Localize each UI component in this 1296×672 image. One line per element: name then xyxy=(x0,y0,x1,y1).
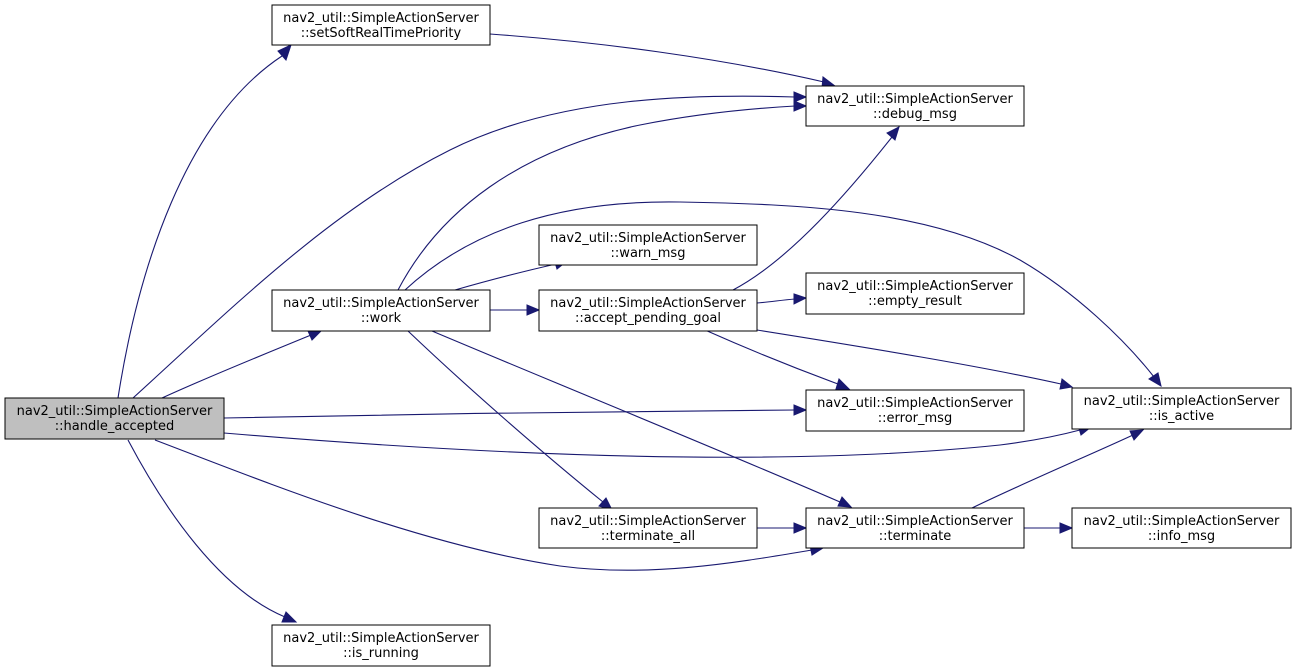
node-line2: ::error_msg xyxy=(878,411,952,426)
node-line1: nav2_util::SimpleActionServer xyxy=(550,296,746,311)
node-line1: nav2_util::SimpleActionServer xyxy=(817,92,1013,107)
node-line1: nav2_util::SimpleActionServer xyxy=(1084,394,1280,409)
edge-work-to-accept-pending-goal xyxy=(490,304,541,316)
edge-work-to-terminate xyxy=(431,330,853,508)
node-line2: ::empty_result xyxy=(868,294,962,309)
node-line1: nav2_util::SimpleActionServer xyxy=(550,231,746,246)
node-line2: ::terminate_all xyxy=(601,529,695,544)
node-set-soft-real-time-priority[interactable]: nav2_util::SimpleActionServer ::setSoftR… xyxy=(271,4,491,46)
edge-work-to-is-active xyxy=(404,201,1162,388)
edge-accept-pending-goal-to-debug-msg xyxy=(732,126,900,291)
edge-accept-pending-goal-to-error-msg xyxy=(704,329,851,390)
node-line1: nav2_util::SimpleActionServer xyxy=(550,514,746,529)
edge-handle-accepted-to-is-running xyxy=(127,439,298,623)
edge-accept-pending-goal-to-empty-result xyxy=(756,293,808,305)
node-line1: nav2_util::SimpleActionServer xyxy=(283,11,479,26)
node-terminate-all[interactable]: nav2_util::SimpleActionServer ::terminat… xyxy=(538,507,758,549)
edge-handle-accepted-to-work xyxy=(161,330,323,399)
node-line1: nav2_util::SimpleActionServer xyxy=(817,514,1013,529)
node-line2: ::accept_pending_goal xyxy=(575,311,721,326)
node-is-running[interactable]: nav2_util::SimpleActionServer ::is_runni… xyxy=(271,624,491,667)
edge-terminate-to-info-msg xyxy=(1024,522,1074,534)
node-handle-accepted[interactable]: nav2_util::SimpleActionServer ::handle_a… xyxy=(4,397,225,440)
edge-handle-accepted-to-set-soft-real-time-priority xyxy=(117,44,292,399)
node-error-msg[interactable]: nav2_util::SimpleActionServer ::error_ms… xyxy=(805,389,1025,432)
edge-work-to-terminate-all xyxy=(407,330,613,511)
node-line1: nav2_util::SimpleActionServer xyxy=(283,296,479,311)
node-line2: ::warn_msg xyxy=(611,246,686,261)
node-line2: ::is_active xyxy=(1149,409,1214,424)
node-line1: nav2_util::SimpleActionServer xyxy=(1084,514,1280,529)
node-work[interactable]: nav2_util::SimpleActionServer ::work xyxy=(271,289,491,332)
edge-handle-accepted-to-error-msg xyxy=(223,404,808,419)
node-accept-pending-goal[interactable]: nav2_util::SimpleActionServer ::accept_p… xyxy=(538,289,758,332)
node-info-msg[interactable]: nav2_util::SimpleActionServer ::info_msg xyxy=(1071,507,1292,549)
node-debug-msg[interactable]: nav2_util::SimpleActionServer ::debug_ms… xyxy=(805,85,1025,127)
node-line2: ::is_running xyxy=(343,646,419,661)
edges xyxy=(117,33,1162,623)
node-line1: nav2_util::SimpleActionServer xyxy=(817,396,1013,411)
node-line2: ::debug_msg xyxy=(873,107,957,122)
node-line1: nav2_util::SimpleActionServer xyxy=(17,404,213,419)
node-terminate[interactable]: nav2_util::SimpleActionServer ::terminat… xyxy=(805,507,1025,549)
edge-handle-accepted-to-debug-msg xyxy=(132,91,808,399)
edge-set-soft-real-time-priority-to-debug-msg xyxy=(489,33,837,89)
node-line2: ::info_msg xyxy=(1148,529,1215,544)
edge-terminate-to-is-active xyxy=(971,429,1145,509)
node-line2: ::work xyxy=(361,311,402,326)
node-warn-msg[interactable]: nav2_util::SimpleActionServer ::warn_msg xyxy=(538,224,758,266)
edge-accept-pending-goal-to-is-active xyxy=(756,329,1074,390)
edge-handle-accepted-to-terminate xyxy=(154,439,825,571)
node-empty-result[interactable]: nav2_util::SimpleActionServer ::empty_re… xyxy=(805,272,1025,315)
node-line2: ::handle_accepted xyxy=(55,419,174,434)
node-line2: ::setSoftRealTimePriority xyxy=(301,26,462,41)
node-is-active[interactable]: nav2_util::SimpleActionServer ::is_activ… xyxy=(1071,387,1292,430)
edge-work-to-debug-msg xyxy=(397,100,808,291)
node-line1: nav2_util::SimpleActionServer xyxy=(817,279,1013,294)
node-line1: nav2_util::SimpleActionServer xyxy=(283,631,479,646)
edge-terminate-all-to-terminate xyxy=(757,522,808,534)
nodes: nav2_util::SimpleActionServer ::handle_a… xyxy=(4,4,1292,667)
node-line2: ::terminate xyxy=(879,529,952,544)
